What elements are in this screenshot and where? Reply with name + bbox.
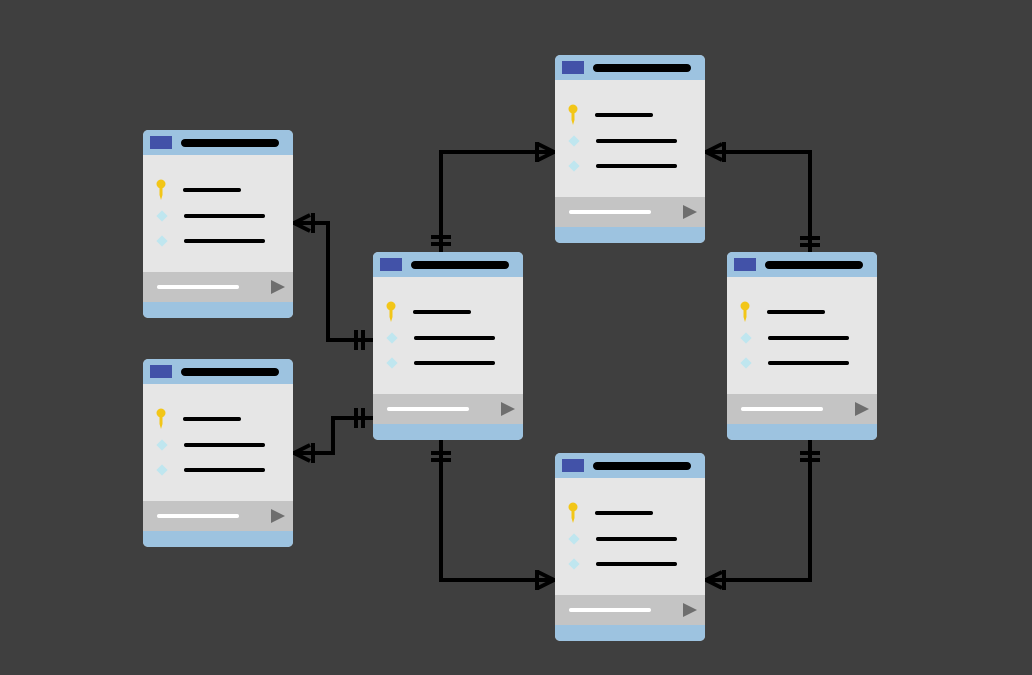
primary-key-icon xyxy=(156,179,166,200)
connector-top-to-right xyxy=(705,150,812,252)
field-diamond-icon xyxy=(156,439,168,451)
table-icon xyxy=(734,258,756,271)
play-icon xyxy=(501,402,515,416)
table-footer xyxy=(555,595,705,625)
table-top xyxy=(555,55,705,243)
table-footer xyxy=(143,501,293,531)
table-bottom-strip xyxy=(727,424,877,440)
field-line xyxy=(183,188,241,192)
footer-line xyxy=(741,407,823,411)
table-left-top xyxy=(143,130,293,318)
table-header xyxy=(143,130,293,155)
primary-key-icon xyxy=(740,301,750,322)
field-line xyxy=(767,310,825,314)
table-center xyxy=(373,252,523,440)
field-diamond-icon xyxy=(740,332,752,344)
play-icon xyxy=(683,205,697,219)
footer-line xyxy=(157,514,239,518)
table-title-bar xyxy=(593,64,691,72)
table-bottom-strip xyxy=(143,302,293,318)
field-line xyxy=(768,336,849,340)
field-line xyxy=(596,537,677,541)
table-icon xyxy=(562,61,584,74)
table-header xyxy=(555,55,705,80)
table-title-bar xyxy=(181,368,279,376)
field-diamond-icon xyxy=(568,160,580,172)
table-icon xyxy=(150,136,172,149)
field-diamond-icon xyxy=(568,135,580,147)
crowfoot-left-bottom xyxy=(289,443,311,463)
table-title-bar xyxy=(593,462,691,470)
field-diamond-icon xyxy=(568,558,580,570)
field-line xyxy=(184,239,265,243)
table-header xyxy=(727,252,877,277)
play-icon xyxy=(271,280,285,294)
crowfoot-bottom-left xyxy=(537,570,559,590)
table-title-bar xyxy=(181,139,279,147)
play-icon xyxy=(683,603,697,617)
connector-center-to-bottom xyxy=(439,440,555,582)
connector-left-top-to-center xyxy=(293,221,373,342)
footer-line xyxy=(569,608,651,612)
footer-line xyxy=(569,210,651,214)
table-header xyxy=(143,359,293,384)
table-icon xyxy=(562,459,584,472)
table-header xyxy=(373,252,523,277)
field-line xyxy=(414,361,495,365)
field-diamond-icon xyxy=(386,332,398,344)
field-line xyxy=(414,336,495,340)
primary-key-icon xyxy=(568,104,578,125)
field-line xyxy=(595,113,653,117)
field-line xyxy=(183,417,241,421)
field-diamond-icon xyxy=(740,357,752,369)
table-bottom-strip xyxy=(373,424,523,440)
field-line xyxy=(413,310,471,314)
field-line xyxy=(596,562,677,566)
play-icon xyxy=(271,509,285,523)
table-left-bottom xyxy=(143,359,293,547)
footer-line xyxy=(157,285,239,289)
field-line xyxy=(184,468,265,472)
connector-right-to-bottom xyxy=(705,440,812,582)
table-bottom xyxy=(555,453,705,641)
field-diamond-icon xyxy=(568,533,580,545)
field-diamond-icon xyxy=(386,357,398,369)
field-line xyxy=(596,164,677,168)
field-line xyxy=(595,511,653,515)
crowfoot-left-top xyxy=(289,213,311,233)
table-footer xyxy=(727,394,877,424)
table-title-bar xyxy=(411,261,509,269)
primary-key-icon xyxy=(386,301,396,322)
primary-key-icon xyxy=(568,502,578,523)
table-footer xyxy=(143,272,293,302)
field-diamond-icon xyxy=(156,210,168,222)
field-line xyxy=(184,214,265,218)
crowfoot-bottom-right xyxy=(701,570,723,590)
table-icon xyxy=(150,365,172,378)
table-footer xyxy=(373,394,523,424)
table-icon xyxy=(380,258,402,271)
crowfoot-top-left xyxy=(537,142,559,162)
table-right xyxy=(727,252,877,440)
primary-key-icon xyxy=(156,408,166,429)
table-footer xyxy=(555,197,705,227)
field-line xyxy=(768,361,849,365)
table-bottom-strip xyxy=(143,531,293,547)
table-header xyxy=(555,453,705,478)
footer-line xyxy=(387,407,469,411)
table-bottom-strip xyxy=(555,625,705,641)
play-icon xyxy=(855,402,869,416)
field-diamond-icon xyxy=(156,235,168,247)
connector-center-to-top xyxy=(439,150,555,252)
table-bottom-strip xyxy=(555,227,705,243)
field-line xyxy=(596,139,677,143)
field-line xyxy=(184,443,265,447)
field-diamond-icon xyxy=(156,464,168,476)
crowfoot-top-right xyxy=(701,142,723,162)
table-title-bar xyxy=(765,261,863,269)
